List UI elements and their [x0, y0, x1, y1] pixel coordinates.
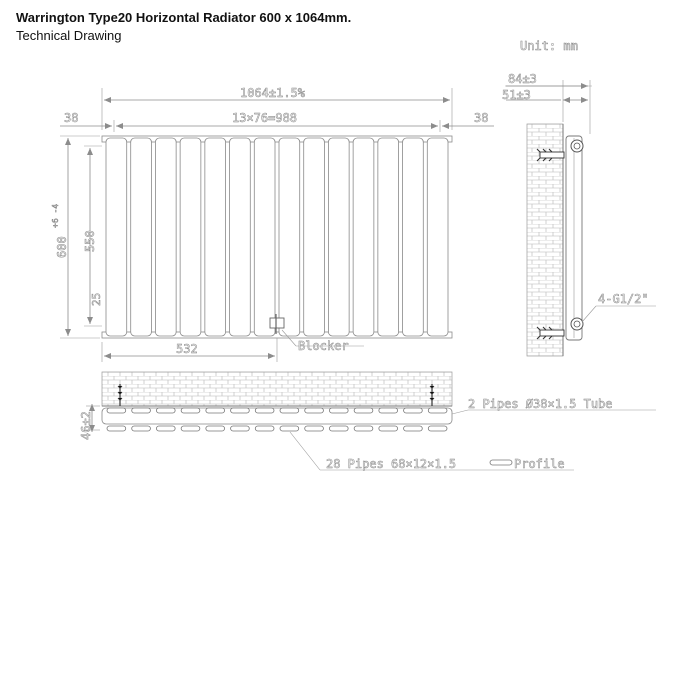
height-tolerance-label: +6 -4 — [51, 204, 60, 228]
radiator-tubes — [105, 137, 449, 337]
radiator-tube — [229, 137, 251, 337]
tube-profile — [378, 425, 398, 432]
depth-overall-label: 84±3 — [508, 72, 537, 86]
left-margin-label: 38 — [64, 111, 78, 125]
radiator-tube — [352, 137, 375, 337]
overall-height-label: 600 — [55, 236, 69, 258]
tube-profile — [378, 407, 398, 414]
tube-profile — [427, 425, 448, 432]
radiator-tube — [105, 137, 128, 337]
tube-profile — [427, 407, 448, 414]
tube-profile — [279, 407, 300, 414]
tube-profile — [254, 425, 275, 432]
tube-profile — [106, 425, 127, 432]
tube-profile — [254, 407, 275, 414]
profile-suffix-label: Profile — [514, 457, 565, 471]
tube-profile — [353, 407, 374, 414]
profile-label: 28 Pipes 68×12×1.5 — [326, 457, 456, 471]
blocker-label: Blocker — [298, 339, 349, 353]
profile-section-icon — [489, 459, 513, 466]
dim-blocker-offset: 532 Blocker — [101, 329, 364, 362]
tube-profile — [131, 425, 151, 432]
tube-profile — [106, 407, 127, 414]
tube-profile — [329, 407, 349, 414]
drawing-subtitle: Technical Drawing — [16, 28, 122, 43]
plan-depth-label: 46±2 — [79, 411, 93, 440]
tube-profile — [329, 425, 349, 432]
tube-profile — [353, 425, 374, 432]
tube-profile — [180, 407, 201, 414]
tube-profile — [304, 425, 324, 432]
tube-profile — [279, 425, 300, 432]
radiator-tube — [204, 137, 226, 337]
pipes-label: 2 Pipes Ø38×1.5 Tube — [468, 397, 613, 411]
tube-profile — [156, 407, 176, 414]
tube-profile — [205, 407, 225, 414]
drawing-title: Warrington Type20 Horizontal Radiator 60… — [16, 10, 352, 25]
radiator-tube — [278, 137, 301, 337]
connections-label: 4-G1/2" — [598, 292, 649, 306]
tube-profile — [230, 407, 250, 414]
dim-overall-width: 1064±1.5% — [101, 86, 453, 130]
tube-spacing-label: 13×76=988 — [232, 111, 297, 125]
plan-view: 46±2 2 Pipes Ø38×1.5 Tube 28 Pipes 68×12… — [79, 371, 656, 471]
depth-wall-label: 51±3 — [502, 88, 531, 102]
dim-heights: 600 +6 -4 550 25 — [51, 135, 103, 339]
unit-label: Unit: mm — [520, 39, 578, 53]
radiator-tube — [130, 137, 152, 337]
radiator-tube — [303, 137, 325, 337]
right-margin-label: 38 — [474, 111, 488, 125]
bottom-offset-label: 25 — [90, 293, 103, 306]
tube-profile — [180, 425, 201, 432]
radiator-tube — [426, 137, 449, 337]
side-view: 84±3 51±3 4-G1/2" — [502, 72, 656, 357]
radiator-tube — [328, 137, 350, 337]
wall-bracket-icon — [117, 384, 435, 406]
tube-profile — [131, 407, 151, 414]
tube-profile — [230, 425, 250, 432]
centres-height-label: 550 — [83, 230, 97, 252]
tube-profile — [304, 407, 324, 414]
tube-profiles — [106, 407, 448, 432]
dim-tube-spacing: 13×76=988 38 38 — [60, 111, 494, 132]
radiator-tube — [253, 137, 276, 337]
tube-profile — [156, 425, 176, 432]
radiator-tube — [402, 137, 424, 337]
tube-profile — [205, 425, 225, 432]
blocker-valve-icon — [269, 317, 285, 329]
blocker-offset-label: 532 — [176, 342, 198, 356]
tube-profile — [403, 425, 423, 432]
wall-bracket-icon — [536, 148, 565, 340]
radiator-tube — [377, 137, 399, 337]
tube-profile — [403, 407, 423, 414]
radiator-tube — [179, 137, 202, 337]
overall-width-label: 1064±1.5% — [240, 86, 306, 100]
radiator-tube — [155, 137, 177, 337]
front-view — [101, 135, 453, 339]
